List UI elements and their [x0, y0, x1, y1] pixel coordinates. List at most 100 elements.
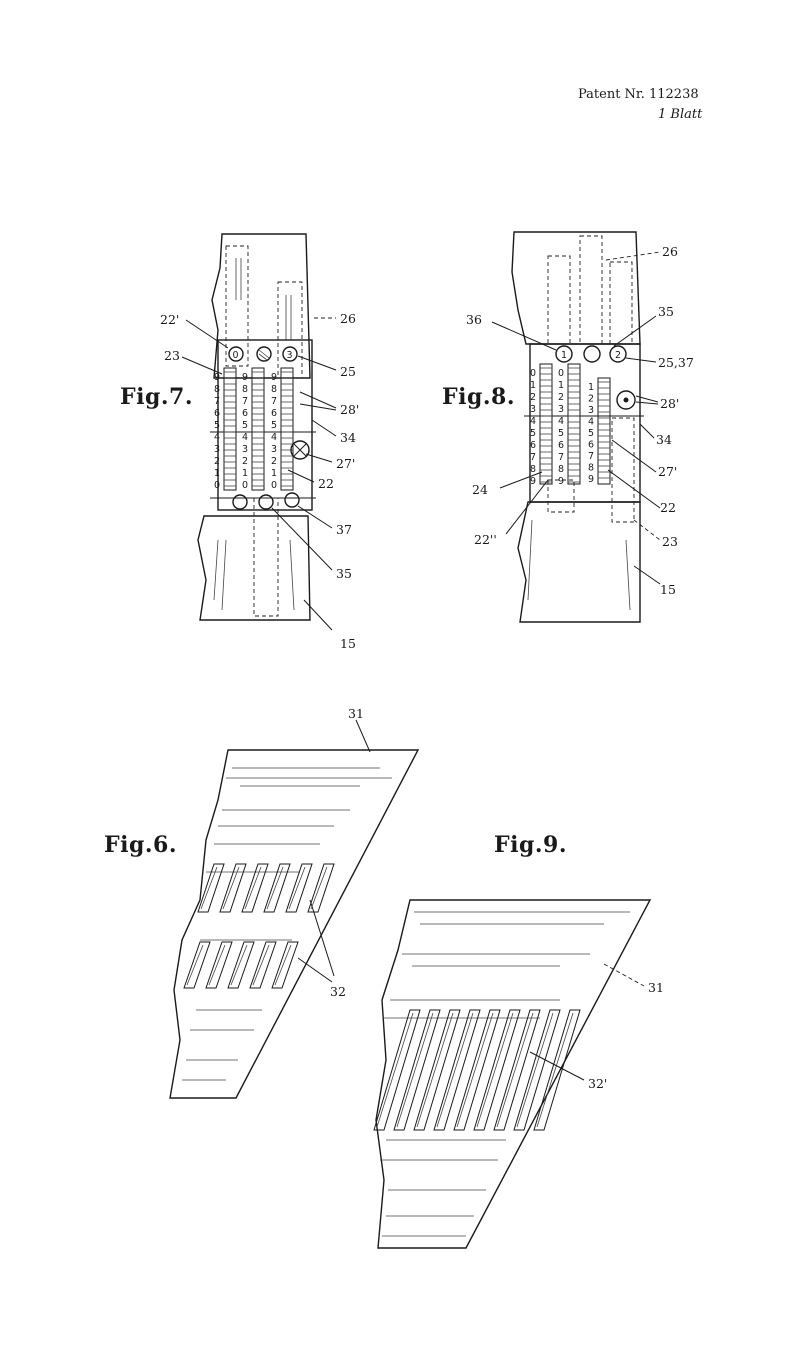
vent-slot [493, 1009, 541, 1131]
vent-slot [249, 941, 277, 989]
fig8-scale-left-digit: 1 [530, 380, 536, 391]
slot-shade [208, 944, 226, 986]
fig8-ref-22pp: 22'' [474, 532, 497, 547]
fig8-ref-25-37: 25,37 [658, 355, 694, 370]
slot-shade [230, 944, 248, 986]
vent-slot [413, 1009, 461, 1131]
fig7-scale-mid-digit: 6 [242, 408, 248, 419]
fig8-ref-27p: 27' [658, 464, 677, 479]
fig8-circle-right: 2 [615, 350, 621, 361]
slot-shade [288, 866, 306, 910]
fig7-ref-35: 35 [336, 566, 352, 581]
fig7-scale-left-digit: 6 [214, 408, 220, 419]
vent-slot [285, 863, 313, 913]
fig7-ref-26: 26 [340, 311, 356, 326]
fig7-scale-right-digit: 1 [271, 468, 277, 479]
fig8-ref-28p: 28' [660, 396, 679, 411]
fig8-scale-mid-digit: 3 [558, 404, 564, 415]
figure-7: Fig.7. 0 3 [120, 233, 359, 651]
figure-8: Fig.8. 1 2 [442, 231, 694, 623]
fig8-scale-mid-digit: 6 [558, 440, 564, 451]
fig8-scale-left-digit: 3 [530, 404, 536, 415]
fig7-scale-mid-digit: 9 [242, 372, 248, 383]
slot-shade [476, 1012, 514, 1128]
slot-shade [186, 944, 204, 986]
fig8-scale-mid-digit: 1 [558, 380, 564, 391]
fig7-scale-right-digit: 9 [271, 372, 277, 383]
fig8-scale-right-digit: 1 [588, 382, 594, 393]
slot-shade [536, 1012, 574, 1128]
fig7-ref-23: 23 [164, 348, 180, 363]
fig8-circle-left: 1 [561, 350, 567, 361]
fig7-scale-mid-digit: 7 [242, 396, 248, 407]
fig8-scale-left-digit: 9 [530, 476, 536, 487]
vent-slot [453, 1009, 501, 1131]
fig8-scale-left-digit: 6 [530, 440, 536, 451]
fig7-scale-left-digit: 4 [214, 432, 220, 443]
fig7-scale-right-digit: 4 [271, 432, 277, 443]
fig8-scale-mid-digit: 2 [558, 392, 564, 403]
fig8-scale-left-digit: 2 [530, 392, 536, 403]
fig7-ref-22p: 22' [160, 312, 179, 327]
fig8-scale-right-digit: 6 [588, 440, 594, 451]
vent-slot [271, 941, 299, 989]
slot-shade [310, 866, 328, 910]
fig8-scale-right-digit: 8 [588, 463, 594, 474]
slot-shade [436, 1012, 474, 1128]
slot-shade [376, 1012, 414, 1128]
vent-slot [393, 1009, 441, 1131]
slot-shade [416, 1012, 454, 1128]
fig7-ref-22: 22 [318, 476, 334, 491]
slot-shade [244, 866, 262, 910]
fig7-scale-left-digit: 8 [214, 384, 220, 395]
figure-9: Fig.9. 31 32' [373, 832, 664, 1249]
fig7-scale-right-digit: 0 [271, 480, 277, 491]
fig7-scale-left-digit: 7 [214, 396, 220, 407]
fig7-ref-27p: 27' [336, 456, 355, 471]
fig7-scale-left-digit: 3 [214, 444, 220, 455]
fig7-scale-left-digit: 2 [214, 456, 220, 467]
fig7-scale-mid-digit: 3 [242, 444, 248, 455]
fig7-label: Fig.7. [120, 384, 193, 410]
fig7-scale-mid-digit: 2 [242, 456, 248, 467]
fig8-scale-left-digit: 0 [530, 368, 536, 379]
fig8-ref-24: 24 [472, 482, 488, 497]
slot-shade [396, 1012, 434, 1128]
fig7-scale-right-digit: 6 [271, 408, 277, 419]
fig7-scale-left-digit: 0 [214, 480, 220, 491]
fig8-scale-mid-digit: 9 [558, 476, 564, 487]
fig7-scale-mid-digit: 0 [242, 480, 248, 491]
patent-number: Patent Nr. 112238 [578, 87, 699, 102]
fig7-ref-34: 34 [340, 430, 356, 445]
fig6-label: Fig.6. [104, 832, 177, 858]
fig8-label: Fig.8. [442, 384, 515, 410]
fig7-scale-left-digit: 9 [214, 372, 220, 383]
fig8-scale-mid-digit: 5 [558, 428, 564, 439]
fig9-ref-31: 31 [648, 980, 664, 995]
fig7-scale-right-digit: 3 [271, 444, 277, 455]
slot-shade [222, 866, 240, 910]
fig8-ref-23: 23 [662, 534, 678, 549]
fig8-ref-26: 26 [662, 244, 678, 259]
fig9-label: Fig.9. [494, 832, 567, 858]
fig7-scale-right-digit: 5 [271, 420, 277, 431]
fig7-ref-25: 25 [340, 364, 356, 379]
fig6-ref-32: 32 [330, 984, 346, 999]
fig8-scale-mid-digit: 0 [558, 368, 564, 379]
vent-slot [197, 863, 225, 913]
vent-slot [533, 1009, 581, 1131]
fig7-scale-right-digit: 7 [271, 396, 277, 407]
fig8-scale-mid-digit: 7 [558, 452, 564, 463]
slot-shade [200, 866, 218, 910]
fig7-scale-right-digit: 2 [271, 456, 277, 467]
fig7-scale-mid-digit: 1 [242, 468, 248, 479]
fig8-scale-right-digit: 9 [588, 474, 594, 485]
slot-shade [456, 1012, 494, 1128]
fig8-scale-left-digit: 8 [530, 464, 536, 475]
fig8-scale-right-digit: 5 [588, 428, 594, 439]
fig8-scale-right-digit: 3 [588, 405, 594, 416]
fig6-ref-31: 31 [348, 706, 364, 721]
fig9-ref-32p: 32' [588, 1076, 607, 1091]
